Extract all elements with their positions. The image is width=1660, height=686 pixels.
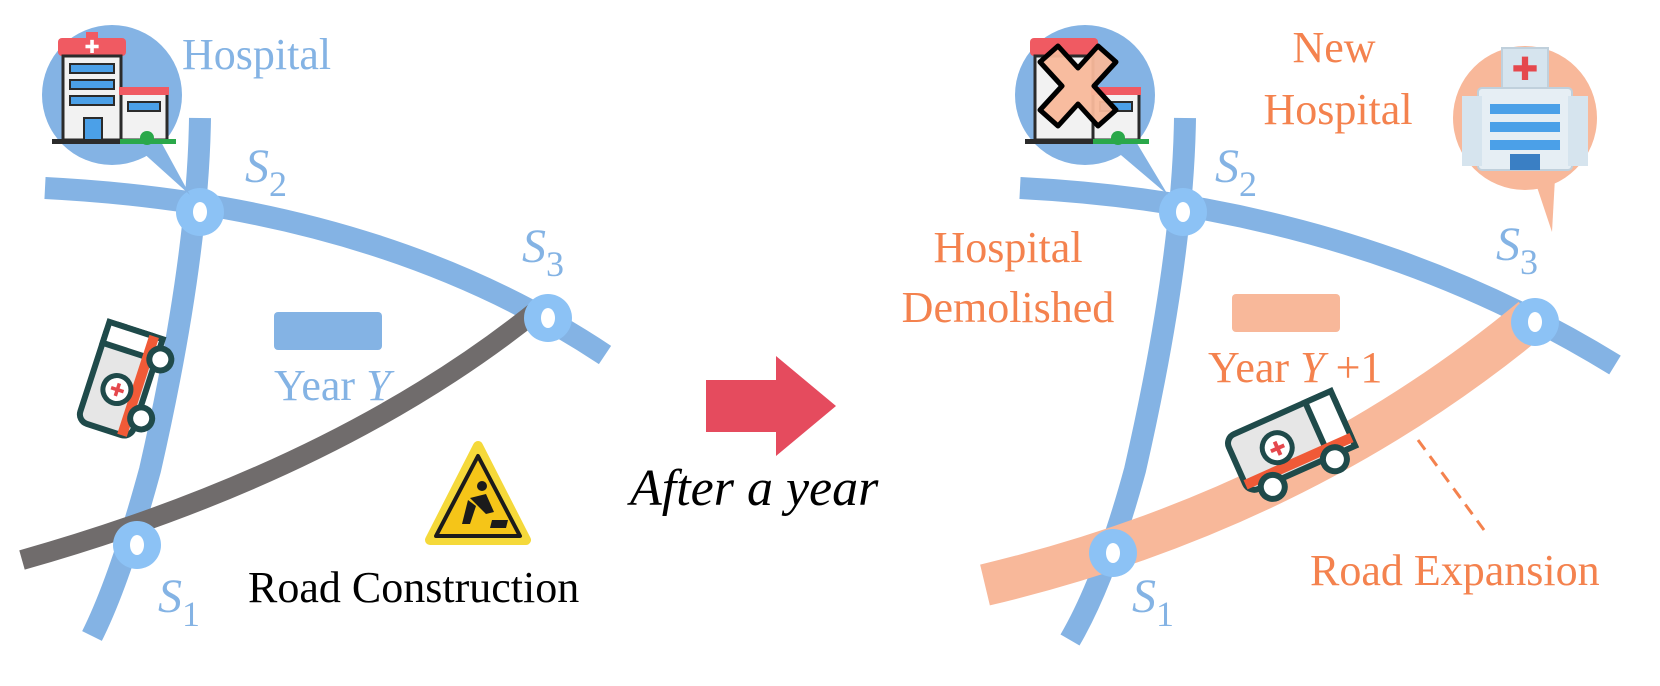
right-station-s3-label: S3 [1496, 218, 1538, 282]
left-station-s3-label: S3 [522, 220, 564, 284]
svg-text:✚: ✚ [106, 380, 131, 401]
new-hospital-label-line2: Hospital [1263, 85, 1412, 134]
transition-arrow [706, 356, 836, 456]
left-year-label: Year Y [274, 361, 395, 410]
demolished-label-line2: Demolished [902, 283, 1115, 332]
left-panel: ✚ ✚ [19, 25, 612, 641]
left-station-s1 [113, 521, 161, 569]
left-road-construction [19, 300, 547, 570]
right-station-s1-label: S1 [1132, 570, 1174, 634]
new-hospital-icon: ✚ [1453, 46, 1597, 232]
left-station-s2 [176, 188, 224, 236]
left-hospital-label: Hospital [182, 30, 331, 79]
hospital-icon: ✚ [42, 25, 190, 195]
left-station-s3 [524, 294, 572, 342]
right-year-swatch [1232, 294, 1340, 332]
svg-text:✚: ✚ [84, 37, 99, 58]
right-station-s3 [1511, 298, 1559, 346]
demolished-label-line1: Hospital [933, 223, 1082, 272]
construction-label: Road Construction [248, 563, 579, 612]
expansion-label: Road Expansion [1310, 546, 1600, 595]
transition-label: After a year [627, 460, 879, 517]
svg-text:✚: ✚ [1512, 50, 1539, 88]
transition: After a year [627, 356, 879, 517]
demolished-x-icon [1037, 43, 1119, 129]
demolished-hospital-icon [1015, 25, 1168, 195]
right-station-s2 [1159, 188, 1207, 236]
right-year-label: Year Y +1 [1208, 343, 1382, 392]
ambulance-icon: ✚ [76, 318, 175, 439]
expansion-pointer [1416, 439, 1486, 531]
ambulance-icon: ✚ [1225, 387, 1360, 502]
left-year-swatch [274, 312, 382, 350]
left-station-s2-label: S2 [245, 140, 287, 204]
construction-warning-icon [425, 441, 531, 545]
new-hospital-label-line1: New [1292, 23, 1375, 72]
right-panel: ✚ ✚ New Hospital Hospital Demolished S2 [902, 23, 1621, 646]
left-station-s1-label: S1 [158, 570, 200, 634]
right-station-s1 [1089, 529, 1137, 577]
right-station-s2-label: S2 [1215, 140, 1257, 204]
